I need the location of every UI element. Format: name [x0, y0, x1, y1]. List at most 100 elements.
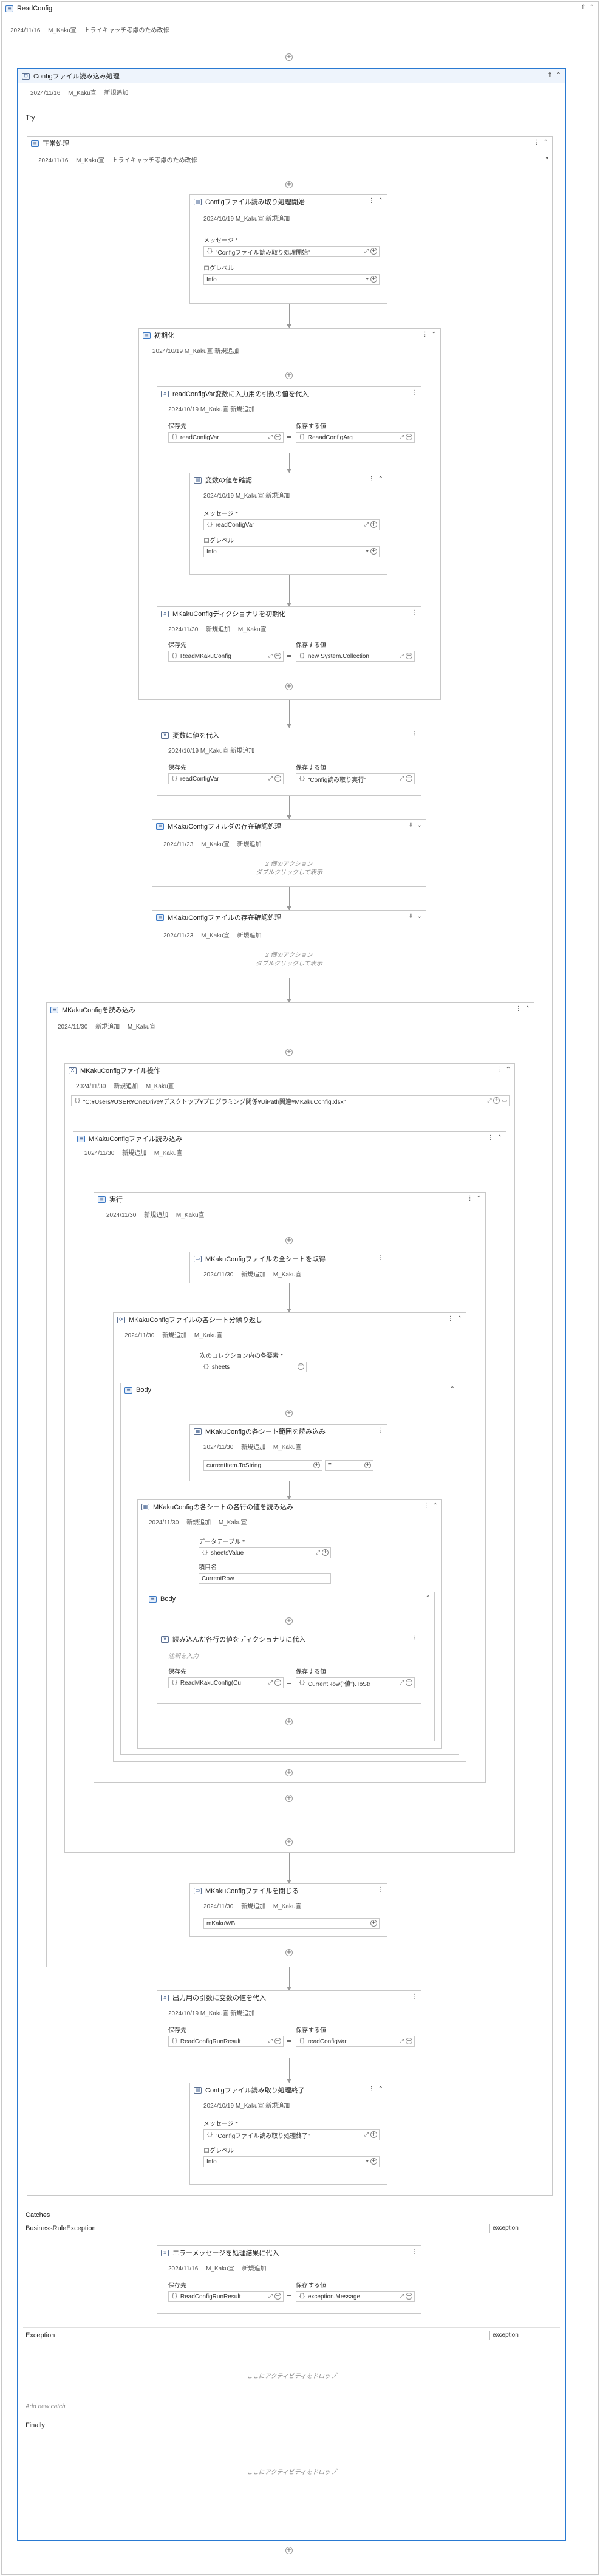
- root-header[interactable]: ≡ ReadConfig ⇑⌃: [2, 2, 598, 15]
- datatable-field[interactable]: {}sheetsValue⤢+: [199, 1547, 331, 1558]
- activity-header[interactable]: ⟳ MKakuConfigファイルの各シート分繰り返し ⋮⌃: [114, 1313, 466, 1326]
- assign-out[interactable]: x 出力用の引数に変数の値を代入 ⋮ 2024/10/19 M_Kaku宣 新規…: [157, 1990, 421, 2058]
- to-field[interactable]: {}ReadConfigRunResult⤢+: [168, 2036, 284, 2047]
- activity-header[interactable]: x readConfigVar変数に入力用の引数の値を代入 ⋮: [157, 387, 421, 400]
- more-icon[interactable]: ⋮: [411, 1635, 417, 1642]
- value-field[interactable]: {}"Config読み取り実行"⤢+: [296, 773, 415, 784]
- file-path-field[interactable]: {}"C:¥Users¥USER¥OneDrive¥デスクトップ¥プログラミング…: [71, 1095, 510, 1106]
- get-sheets[interactable]: ▭ MKakuConfigファイルの全シートを取得 ⋮ 2024/11/30 新…: [189, 1252, 387, 1283]
- value-field[interactable]: {}ReaadConfigArg⤢+: [296, 432, 415, 443]
- activity-header[interactable]: x MKakuConfigディクショナリを初期化 ⋮: [157, 607, 421, 620]
- add-activity-button[interactable]: +: [285, 1410, 293, 1417]
- collapse-icon[interactable]: ⌃: [543, 139, 548, 146]
- value-field[interactable]: {}new System.Collection⤢+: [296, 651, 415, 662]
- add-activity-button[interactable]: +: [285, 1795, 293, 1802]
- more-icon[interactable]: ⋮: [377, 1886, 383, 1893]
- activity-header[interactable]: ▭ MKakuConfigファイルの全シートを取得 ⋮: [190, 1252, 387, 1266]
- assign-var[interactable]: x 変数に値を代入 ⋮ 2024/10/19 M_Kaku宣 新規追加 保存先 …: [157, 728, 421, 796]
- folder-icon[interactable]: ▭: [502, 1097, 507, 1104]
- more-icon[interactable]: ⋮: [411, 389, 417, 396]
- collapse-icon[interactable]: ⌃: [378, 2086, 383, 2092]
- body-header[interactable]: ≡ Body ⌃: [121, 1383, 459, 1397]
- collapse-icon[interactable]: ⌃: [449, 1386, 455, 1392]
- more-icon[interactable]: ⋮: [515, 1005, 522, 1012]
- item-field[interactable]: CurrentRow: [199, 1573, 331, 1584]
- more-icon[interactable]: ⋮: [447, 1315, 454, 1322]
- message-field[interactable]: {}"Configファイル読み取り処理終了"⤢+: [203, 2129, 380, 2140]
- main-header[interactable]: ⊡ Configファイル読み込み処理 ⇑⌃: [18, 69, 565, 83]
- more-icon[interactable]: ⋮: [496, 1066, 502, 1073]
- workbook-field[interactable]: mKakuWB+: [203, 1918, 380, 1929]
- assign-dict-init[interactable]: x MKakuConfigディクショナリを初期化 ⋮ 2024/11/30 新規…: [157, 606, 421, 673]
- collapse-icon[interactable]: ⌃: [457, 1315, 462, 1322]
- exists-check-folder[interactable]: ≡ MKakuConfigフォルダの存在確認処理 ⇓⌄ 2024/11/23 M…: [152, 819, 426, 887]
- expand-all-icon[interactable]: ⇓: [408, 913, 414, 920]
- to-field[interactable]: {}ReadMKakuConfig⤢+: [168, 651, 284, 662]
- value-field[interactable]: {}CurrentRow("値").ToStr⤢+: [296, 1677, 415, 1688]
- message-field[interactable]: {}"Configファイル読み取り処理開始"⤢+: [203, 246, 380, 257]
- to-field[interactable]: {}readConfigVar⤢+: [168, 773, 284, 784]
- more-icon[interactable]: ⋮: [411, 731, 417, 738]
- sheet-name-field[interactable]: currentItem.ToString+: [203, 1460, 322, 1471]
- add-activity-button[interactable]: +: [285, 1718, 293, 1725]
- level-select[interactable]: Info▾+: [203, 546, 380, 557]
- add-activity-button[interactable]: +: [285, 1949, 293, 1956]
- chevron-down-icon[interactable]: ▾: [545, 155, 548, 161]
- file-read-header[interactable]: ≡ MKakuConfigファイル読み込み ⋮⌃: [73, 1132, 506, 1145]
- add-activity-button[interactable]: +: [285, 53, 293, 61]
- range-field[interactable]: ""+: [325, 1460, 373, 1471]
- more-icon[interactable]: ⋮: [368, 2086, 375, 2092]
- activity-header[interactable]: ≡ MKakuConfigファイルの存在確認処理 ⇓⌄: [152, 911, 426, 924]
- body-header[interactable]: ≡ Body ⌃: [145, 1592, 434, 1606]
- to-field[interactable]: {}ReadConfigRunResult⤢+: [168, 2291, 284, 2302]
- add-activity-button[interactable]: +: [285, 372, 293, 379]
- annotation-placeholder[interactable]: 注釈を入力: [168, 1653, 199, 1660]
- expand-all-icon[interactable]: ⇓: [408, 822, 414, 829]
- more-icon[interactable]: ⋮: [368, 476, 375, 482]
- collapse-icon[interactable]: ⌃: [556, 72, 561, 78]
- add-activity-button[interactable]: +: [285, 1049, 293, 1056]
- assign-arg[interactable]: x readConfigVar変数に入力用の引数の値を代入 ⋮ 2024/10/…: [157, 386, 421, 453]
- more-icon[interactable]: ⋮: [411, 2249, 417, 2255]
- collapse-icon[interactable]: ⌃: [476, 1195, 482, 1202]
- finally-drop-hint[interactable]: ここにアクティビティをドロップ: [246, 2469, 337, 2476]
- activity-header[interactable]: ▭ MKakuConfigファイルを閉じる ⋮: [190, 1884, 387, 1897]
- log-message-start[interactable]: ▤ Configファイル読み取り処理開始 ⋮⌃ 2024/10/19 M_Kak…: [189, 194, 387, 304]
- more-icon[interactable]: ⋮: [411, 609, 417, 616]
- activity-header[interactable]: x 変数に値を代入 ⋮: [157, 728, 421, 742]
- more-icon[interactable]: ⋮: [411, 1993, 417, 2000]
- activity-header[interactable]: ▦ MKakuConfigの各シート範囲を読み込み ⋮: [190, 1425, 387, 1438]
- collapse-icon[interactable]: ⌃: [497, 1134, 502, 1141]
- read-config-header[interactable]: ≡ MKakuConfigを読み込み ⋮⌃: [47, 1003, 534, 1016]
- more-icon[interactable]: ⋮: [533, 139, 540, 146]
- read-sheet-range[interactable]: ▦ MKakuConfigの各シート範囲を読み込み ⋮ 2024/11/30 新…: [189, 1424, 387, 1481]
- catch-var-exception[interactable]: exception: [489, 2331, 550, 2340]
- drop-zone-hint[interactable]: ここにアクティビティをドロップ: [246, 2373, 337, 2380]
- activity-header[interactable]: ▦ MKakuConfigの各シートの各行の値を読み込み ⋮⌃: [138, 1500, 441, 1513]
- more-icon[interactable]: ⋮: [421, 331, 428, 338]
- collapse-all-icon[interactable]: ⇑: [547, 72, 553, 78]
- more-icon[interactable]: ⋮: [377, 1427, 383, 1434]
- collapse-icon[interactable]: ⌃: [431, 331, 437, 338]
- activity-header[interactable]: x 読み込んだ各行の値をディクショナリに代入 ⋮: [157, 1632, 421, 1646]
- add-activity-button[interactable]: +: [285, 1769, 293, 1776]
- assign-error[interactable]: x エラーメッセージを処理結果に代入 ⋮ 2024/11/16 M_Kaku宣 …: [157, 2245, 421, 2314]
- catch-type-exception[interactable]: Exception: [26, 2332, 55, 2339]
- file-op-header[interactable]: X MKakuConfigファイル操作 ⋮⌃: [65, 1064, 514, 1077]
- expand-icon[interactable]: ⌄: [417, 822, 422, 829]
- add-activity-button[interactable]: +: [285, 1237, 293, 1244]
- exists-check-file[interactable]: ≡ MKakuConfigファイルの存在確認処理 ⇓⌄ 2024/11/23 M…: [152, 910, 426, 978]
- activity-header[interactable]: ≡ MKakuConfigフォルダの存在確認処理 ⇓⌄: [152, 820, 426, 833]
- collection-field[interactable]: {}sheets+: [200, 1362, 307, 1372]
- more-icon[interactable]: ⋮: [368, 197, 375, 204]
- to-field[interactable]: {}ReadMKakuConfig(Cu⤢+: [168, 1677, 284, 1688]
- exec-header[interactable]: ≡ 実行 ⋮⌃: [94, 1193, 485, 1206]
- collapse-icon[interactable]: ⌃: [505, 1066, 511, 1073]
- log-message-check[interactable]: ▤ 変数の値を確認 ⋮⌃ 2024/10/19 M_Kaku宣 新規追加 メッセ…: [189, 473, 387, 575]
- expand-icon[interactable]: ⌄: [417, 913, 422, 920]
- activity-header[interactable]: ▤ Configファイル読み取り処理終了 ⋮⌃: [190, 2083, 387, 2097]
- activity-header[interactable]: x 出力用の引数に変数の値を代入 ⋮: [157, 1991, 421, 2004]
- collapse-icon[interactable]: ⌃: [378, 197, 383, 204]
- log-message-end[interactable]: ▤ Configファイル読み取り処理終了 ⋮⌃ 2024/10/19 M_Kak…: [189, 2083, 387, 2185]
- to-field[interactable]: {}readConfigVar⤢+: [168, 432, 284, 443]
